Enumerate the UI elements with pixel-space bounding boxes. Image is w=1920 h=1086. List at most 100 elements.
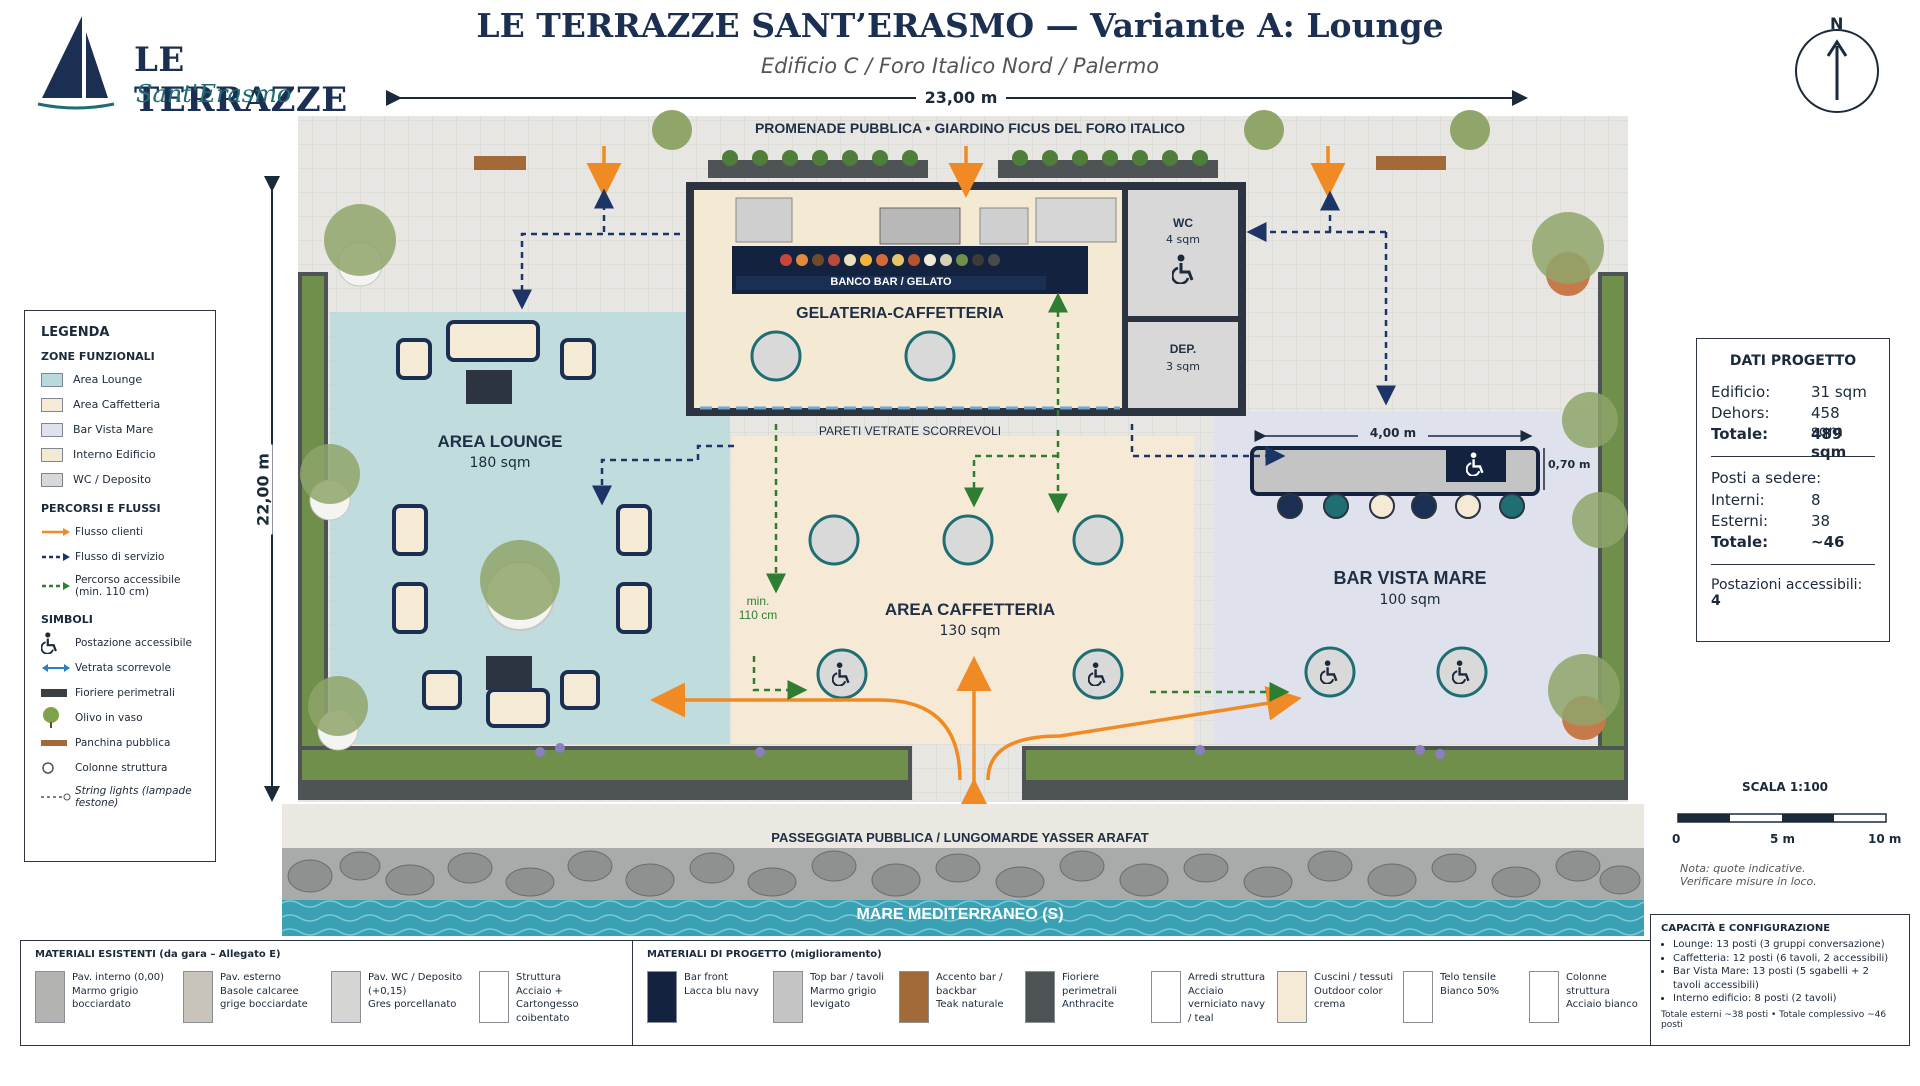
label-min-passage: min. 110 cm: [738, 594, 778, 622]
material-swatch: [1403, 971, 1433, 1023]
legend-symbol-label: Vetrata scorrevole: [75, 661, 171, 674]
zone-swatch: [41, 472, 63, 487]
zone-caffetteria: [732, 436, 1194, 744]
material-desc: Basole calcaree grige bocciardate: [220, 985, 308, 1011]
page-subtitle: Edificio C / Foro Italico Nord / Palermo: [760, 54, 1160, 78]
capacity-title: CAPACITÀ E CONFIGURAZIONE: [1661, 923, 1831, 934]
scale-tick-5: 5 m: [1770, 832, 1796, 846]
material-desc: Gres porcellanato: [368, 999, 457, 1010]
accessible-value: 4: [1711, 593, 1721, 609]
material-swatch: [479, 971, 509, 1023]
bench-icon: [41, 738, 75, 748]
logo-line2: Sant'Erasmo: [136, 80, 292, 108]
legend-zones-title: ZONE FUNZIONALI: [41, 350, 155, 363]
zone-swatch: [41, 422, 63, 437]
label-bar-counter: BANCO BAR / GELATO: [830, 276, 952, 288]
project-data-row: Interni:8: [1711, 491, 1875, 512]
row-value: 8: [1811, 491, 1821, 509]
material-title: Arredi struttura: [1188, 972, 1266, 983]
label-dep: DEP.: [1169, 342, 1197, 356]
legend-symbol-label: Fioriere perimetrali: [75, 686, 175, 699]
material-desc: Bianco 50%: [1440, 985, 1500, 997]
zone-swatch: [41, 372, 63, 387]
material-desc: Lacca blu navy: [684, 985, 759, 997]
label-wc: WC: [1173, 216, 1193, 230]
logo: LE TERRAZZE Sant'Erasmo: [36, 12, 366, 120]
capacity-footer: Totale esterni ~38 posti • Totale comple…: [1661, 1009, 1887, 1030]
material-title: Pav. interno (0,00): [72, 972, 165, 983]
project-data-row: Totale:~46: [1711, 533, 1875, 554]
tree-icon: [41, 706, 75, 729]
material-item: Pav. WC / Deposito (+0,15)Gres porcellan…: [331, 971, 473, 1023]
material-swatch: [1529, 971, 1559, 1023]
accessible-table-icon: [1452, 660, 1470, 684]
capacity-item: Interno edificio: 8 posti (2 tavoli): [1673, 992, 1899, 1006]
legend-path-label: Percorso accessibile (min. 110 cm): [75, 574, 181, 598]
row-label: Edificio:: [1711, 383, 1771, 401]
material-desc: Teak naturale: [936, 999, 1004, 1010]
label-caffetteria-area: 130 sqm: [939, 623, 1001, 639]
legend-zone-item: Area Lounge: [41, 367, 199, 392]
planter-icon: [41, 688, 75, 698]
material-desc: Marmo grigio bocciardato: [72, 985, 139, 1011]
legend-symbol-item: Fioriere perimetrali: [41, 680, 199, 705]
material-swatch: [1277, 971, 1307, 1023]
material-swatch: [1151, 971, 1181, 1023]
page-title: LE TERRAZZE SANT’ERASMO — Variante A: Lo…: [476, 6, 1444, 45]
materials-project-panel: MATERIALI DI PROGETTO (miglioramento) Ba…: [632, 940, 1652, 1046]
material-item: Pav. interno (0,00) Marmo grigio bocciard…: [35, 971, 177, 1023]
zone-swatch: [41, 447, 63, 462]
legend-symbol-item: String lights (lampade festone): [41, 780, 199, 814]
material-title: Fioriere perimetrali: [1062, 972, 1117, 997]
material-title: Telo tensile: [1440, 972, 1496, 983]
material-swatch: [647, 971, 677, 1023]
capacity-item: Bar Vista Mare: 13 posti (5 sgabelli + 2…: [1673, 965, 1899, 992]
legend-symbol-label: Colonne struttura: [75, 761, 168, 774]
material-text: Pav. interno (0,00) Marmo grigio bocciard…: [72, 971, 177, 1012]
project-data-row: Totale:489 sqm: [1711, 425, 1875, 461]
legend-zone-label: WC / Deposito: [73, 473, 152, 486]
legend-path-item: Flusso di servizio: [41, 544, 199, 569]
legend-zone-item: WC / Deposito: [41, 467, 199, 492]
row-label: Totale:: [1711, 425, 1769, 443]
label-wc-area: 4 sqm: [1166, 233, 1200, 246]
dim-width: 23,00 m: [916, 88, 1006, 107]
legend-symbol-item: Panchina pubblica: [41, 730, 199, 755]
logo-line1: LE TERRAZZE: [134, 40, 348, 120]
legend-symbol-item: Colonne struttura: [41, 755, 199, 780]
material-swatch: [183, 971, 213, 1023]
label-sea: MARE MEDITERRANEO (S): [856, 906, 1064, 923]
material-swatch: [331, 971, 361, 1023]
scale-tick-0: 0: [1672, 832, 1681, 846]
material-title: Colonne struttura: [1566, 972, 1610, 997]
material-title: Struttura: [516, 972, 562, 983]
legend-paths-title: PERCORSI E FLUSSI: [41, 502, 161, 515]
legend-path-item: Flusso clienti: [41, 519, 199, 544]
project-data-row: Esterni:38: [1711, 512, 1875, 533]
string-lights-icon: [41, 792, 75, 802]
legend-path-item: Percorso accessibile (min. 110 cm): [41, 569, 199, 603]
materials-existing-title: MATERIALI ESISTENTI (da gara – Allegato …: [35, 949, 281, 960]
legend-zone-label: Interno Edificio: [73, 448, 156, 461]
flow-arrow-icon: [41, 527, 75, 537]
row-value: 31 sqm: [1811, 383, 1867, 401]
material-title: Bar front: [684, 972, 729, 983]
legend-zone-label: Area Lounge: [73, 373, 143, 386]
north-arrow-icon: [1795, 29, 1879, 113]
label-lounge: AREA LOUNGE: [437, 432, 563, 451]
